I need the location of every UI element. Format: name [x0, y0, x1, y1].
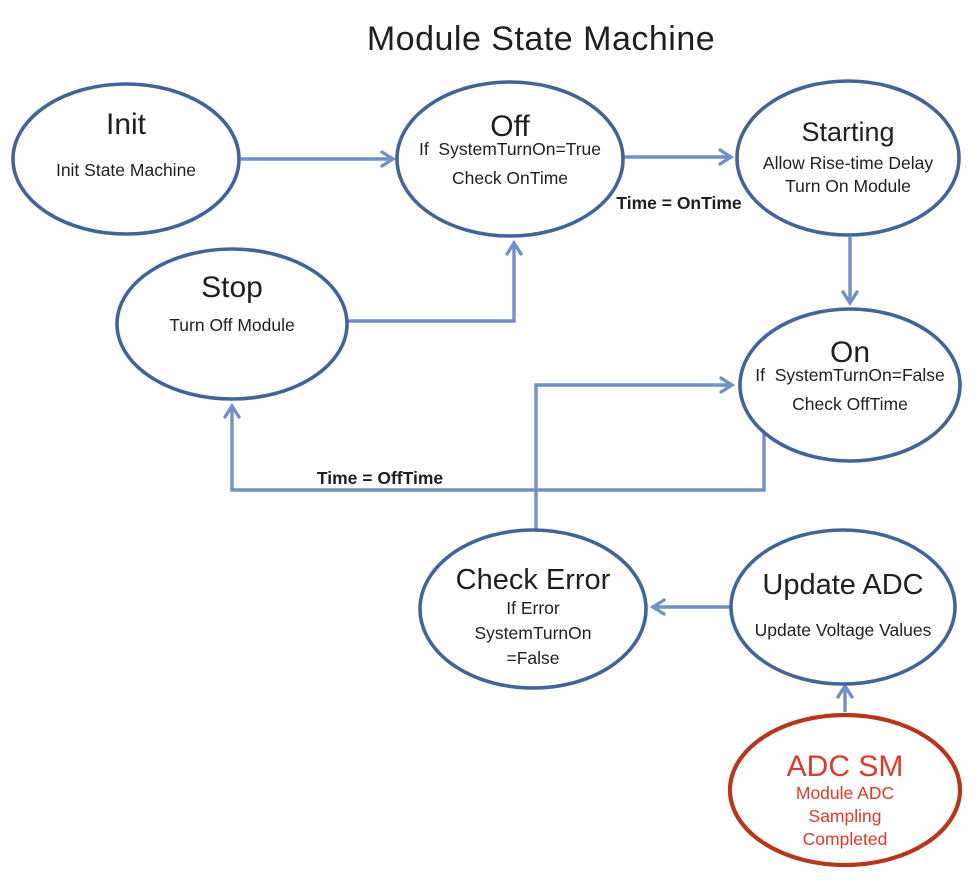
node-check-error-line: SystemTurnOn [474, 623, 591, 643]
edge-label-on-time: Time = OnTime [616, 193, 742, 213]
node-adc-sm-line: Module ADC [796, 783, 894, 803]
edge-on-to-stop [223, 402, 766, 492]
node-starting: Starting Allow Rise-time Delay Turn On M… [735, 79, 961, 237]
node-check-error-line: =False [506, 648, 559, 668]
node-update-adc-title: Update ADC [762, 569, 923, 601]
node-init-title: Init [106, 108, 147, 141]
node-off-line: If SystemTurnOn=True [419, 139, 601, 159]
node-adc-sm-line: Sampling [809, 806, 882, 826]
node-update-adc-line: Update Voltage Values [755, 620, 932, 640]
node-starting-title: Starting [801, 117, 894, 147]
node-stop-title: Stop [201, 271, 263, 304]
node-on-title: On [830, 336, 870, 369]
edge-stop-to-off [348, 239, 523, 323]
node-adc-sm-title: ADC SM [787, 750, 904, 783]
node-on-line: Check OffTime [792, 394, 908, 414]
node-update-adc: Update ADC Update Voltage Values [729, 528, 957, 686]
node-starting-ellipse [735, 79, 961, 237]
edge-check-error-to-on [534, 376, 736, 529]
node-init-ellipse [11, 82, 241, 236]
node-off-title: Off [490, 110, 530, 143]
node-on: On If SystemTurnOn=False Check OffTime [738, 307, 962, 463]
node-on-line: If SystemTurnOn=False [755, 365, 944, 385]
edge-label-off-time: Time = OffTime [317, 468, 444, 488]
node-check-error-title: Check Error [456, 564, 611, 596]
node-check-error-ellipse [418, 528, 648, 690]
node-adc-sm: ADC SM Module ADC Sampling Completed [727, 712, 963, 868]
edges [223, 148, 859, 712]
node-off-line: Check OnTime [452, 168, 568, 188]
node-off-ellipse [395, 80, 625, 238]
node-on-ellipse [738, 307, 962, 463]
node-check-error-line: If Error [506, 598, 560, 618]
node-adc-sm-ellipse [727, 712, 963, 868]
diagram-title: Module State Machine [367, 20, 715, 58]
node-stop: Stop Turn Off Module [115, 247, 349, 401]
node-starting-line: Allow Rise-time Delay [763, 153, 933, 173]
node-stop-line: Turn Off Module [169, 315, 294, 335]
node-starting-line: Turn On Module [785, 176, 911, 196]
node-init: Init Init State Machine [11, 82, 241, 236]
node-check-error: Check Error If Error SystemTurnOn =False [418, 528, 648, 690]
node-init-line: Init State Machine [56, 160, 196, 180]
node-stop-ellipse [115, 247, 349, 401]
node-update-adc-ellipse [729, 528, 957, 686]
node-adc-sm-line: Completed [803, 829, 888, 849]
node-off: Off If SystemTurnOn=True Check OnTime [395, 80, 625, 238]
